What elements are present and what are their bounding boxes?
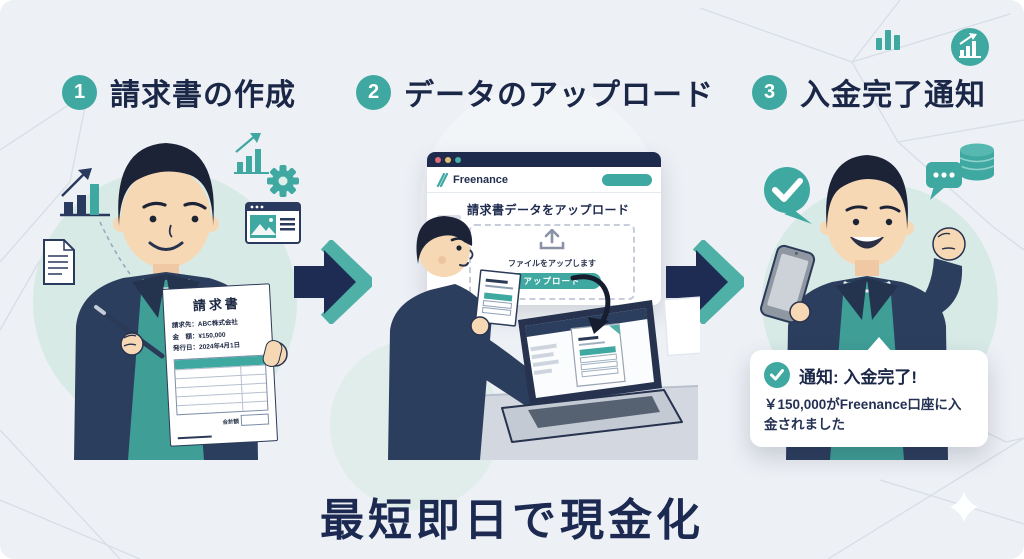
browser-app-header: Freenance xyxy=(427,167,661,193)
document-icon xyxy=(43,239,75,285)
step-2-badge: 2 xyxy=(356,74,391,110)
step-3-label: 入金完了通知 xyxy=(800,79,986,112)
invoice-total-label: 合計額 xyxy=(222,418,240,426)
sparkle-icon xyxy=(950,492,978,522)
upload-flow-arrow xyxy=(570,274,611,334)
freenance-logo-icon xyxy=(436,172,448,187)
hand xyxy=(470,316,490,336)
panel-2-illustration xyxy=(388,216,700,460)
invoice-total-row: 合計額 xyxy=(177,413,270,430)
invoice-fields: 請求先：ABC株式会社 金 額：¥150,000 発行日：2024年4月1日 xyxy=(172,316,266,356)
chat-dots-icon xyxy=(926,162,962,200)
laptop xyxy=(501,300,683,443)
step-3-header: 3 入金完了通知 xyxy=(752,70,986,114)
payment-notification-card: 通知: 入金完了! ￥150,000がFreenance口座に入金されました xyxy=(750,337,988,448)
step-1-header: 1 請求書の作成 xyxy=(62,70,296,114)
brand-name: Freenance xyxy=(453,173,509,186)
check-bubble-icon xyxy=(764,167,812,224)
invoice-signature-line xyxy=(177,435,212,440)
window-dot-teal xyxy=(455,156,461,163)
laptop-doc-thumbnail xyxy=(570,322,626,388)
invoice-table xyxy=(173,354,269,416)
footer-headline: 最短即日で現金化 xyxy=(320,496,704,545)
held-paper xyxy=(474,269,522,327)
analytics-badge-icon xyxy=(951,28,989,66)
notification-pointer xyxy=(866,337,892,352)
invoice-document: 請求書 請求先：ABC株式会社 金 額：¥150,000 発行日：2024年4月… xyxy=(161,283,279,447)
gear-icon xyxy=(267,165,299,197)
browser-titlebar xyxy=(427,152,661,167)
image-card-icon xyxy=(245,202,301,244)
step-2-header: 2 データのアップロード xyxy=(356,70,714,114)
step-3-badge: 3 xyxy=(752,74,787,110)
bar-chart-icon xyxy=(876,30,900,50)
coins-icon xyxy=(959,143,995,181)
wall-paper xyxy=(663,295,700,357)
dropzone-label: ファイルをアップします xyxy=(508,259,596,268)
step-1-label: 請求書の作成 xyxy=(110,79,296,112)
upload-icon xyxy=(539,228,565,250)
step-arrow-icon xyxy=(294,240,372,324)
upload-heading: 請求書データをアップロード xyxy=(467,203,630,217)
invoice-title: 請求書 xyxy=(192,295,242,314)
browser-header-button[interactable] xyxy=(602,173,652,186)
hand xyxy=(789,301,811,323)
teal-chart-icon xyxy=(234,133,269,174)
window-dot-yellow xyxy=(445,156,451,163)
growth-chart-icon xyxy=(60,168,110,217)
notification-body: ￥150,000がFreenance口座に入金されました xyxy=(764,397,962,432)
notification-title: 通知: 入金完了! xyxy=(799,367,918,387)
window-dot-red xyxy=(435,156,441,163)
check-icon xyxy=(764,362,790,388)
step-2-label: データのアップロード xyxy=(404,79,714,112)
invoice-total-box xyxy=(240,413,270,427)
step-1-badge: 1 xyxy=(62,74,97,110)
